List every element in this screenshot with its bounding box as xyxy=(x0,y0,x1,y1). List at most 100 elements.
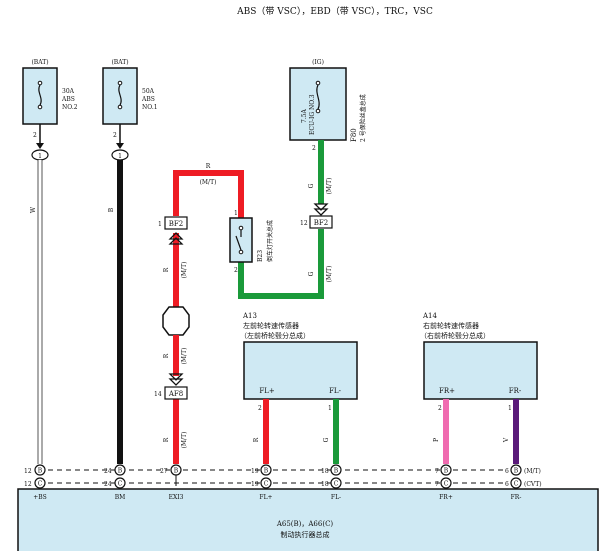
fuse-bat1-arrow xyxy=(36,143,44,149)
wire-fl-minus-label: G xyxy=(323,437,330,442)
actuator-terminal-fr-minus: FR- xyxy=(511,494,522,501)
sensor-left-num-plus: 2 xyxy=(258,405,262,412)
fuse-bat2-icon xyxy=(117,80,123,110)
bf2-left-arrow-up-1 xyxy=(168,232,184,240)
svg-text:C: C xyxy=(118,481,123,488)
actuator-terminal-fl-minus: FL- xyxy=(331,494,341,501)
actuator-terminal-bs: +BS xyxy=(33,494,47,501)
actuator-terminal-exi3: EXI3 xyxy=(169,494,184,501)
af8-arrow-1 xyxy=(168,373,184,381)
variant-mt-label: (M/T) xyxy=(524,468,541,475)
sensor-right-num-minus: 1 xyxy=(508,405,512,412)
fuse-bat2-name2: NO.1 xyxy=(142,104,158,111)
sensor-right-name: 右前轮转速传感器 xyxy=(423,321,479,330)
svg-text:19: 19 xyxy=(251,481,259,488)
sensor-left-sub: （左前桥轮毂分总成） xyxy=(240,331,310,340)
sensor-right-pin-plus: FR+ xyxy=(439,387,455,395)
terminal-fl-plus: B C 19 19 FL+ xyxy=(251,464,273,501)
wire-fr-plus-label: P xyxy=(433,438,440,442)
bf2-left-pin: 1 xyxy=(158,221,162,228)
svg-text:12: 12 xyxy=(24,481,32,488)
svg-text:18: 18 xyxy=(321,468,329,475)
bf2-right-name: BF2 xyxy=(314,219,328,227)
svg-text:C: C xyxy=(444,481,449,488)
svg-text:B: B xyxy=(38,468,43,475)
wire-red-top-mt: (M/T) xyxy=(200,179,217,186)
af8-connector xyxy=(164,386,188,400)
sensor-left-pin-minus: FL- xyxy=(329,387,342,395)
sensor-left-num-minus: 1 xyxy=(328,405,332,412)
svg-text:B: B xyxy=(514,468,519,475)
bf2-left-name: BF2 xyxy=(169,220,183,228)
wire-fl-plus-label: R xyxy=(253,437,260,442)
bf2-right-pin: 12 xyxy=(300,220,308,227)
svg-text:B: B xyxy=(334,468,339,475)
actuator-box xyxy=(17,488,599,551)
sensor-right-pin-minus: FR- xyxy=(509,387,522,395)
wire-red-mid-label: R xyxy=(163,267,170,272)
svg-text:B: B xyxy=(444,468,449,475)
wire-red-mid-mt: (M/T) xyxy=(181,262,188,279)
fuse-ig-panel-code: F80 xyxy=(350,128,358,142)
svg-text:12: 12 xyxy=(24,468,32,475)
actuator-code: A65(B)，A66(C) xyxy=(276,520,334,528)
fuse-bat2-arrow xyxy=(116,143,124,149)
sensor-right-code: A14 xyxy=(422,312,438,320)
switch-pin-bottom: 2 xyxy=(234,267,238,274)
svg-text:C: C xyxy=(264,481,269,488)
svg-text:6: 6 xyxy=(505,468,509,475)
svg-text:24: 24 xyxy=(104,468,112,475)
wire-red-mid2-label: R xyxy=(163,353,170,358)
fuse-bat1-conn: 1 xyxy=(38,153,42,160)
sensor-right-num-plus: 2 xyxy=(438,405,442,412)
fuse-bat2-conn: 1 xyxy=(118,153,122,160)
svg-text:18: 18 xyxy=(321,481,329,488)
fuse-bat2-name: ABS xyxy=(141,96,155,103)
af8-pin: 14 xyxy=(154,391,162,398)
svg-text:6: 6 xyxy=(505,481,509,488)
wire-b-label: B xyxy=(108,207,115,212)
svg-text:C: C xyxy=(514,481,519,488)
wire-red-bottom-mt: (M/T) xyxy=(181,432,188,449)
fuse-bat2-source: (BAT) xyxy=(111,59,128,66)
wire-green-bottom-mt: (M/T) xyxy=(326,266,333,283)
variant-cvt-label: (CVT) xyxy=(524,481,542,488)
switch-pin-top: 1 xyxy=(234,210,238,217)
wire-w-label: W xyxy=(30,206,37,213)
sensor-left-pin-plus: FL+ xyxy=(259,387,275,395)
svg-text:B: B xyxy=(264,468,269,475)
fuse-bat2-pin: 2 xyxy=(113,132,117,139)
wire-green-top-label: G xyxy=(308,183,315,188)
bf2-left-arrow-up-2 xyxy=(168,237,184,245)
svg-text:B: B xyxy=(174,468,179,475)
wire-red-mid2-mt: (M/T) xyxy=(181,348,188,365)
fuse-ig-name: ECU-IG NO.3 xyxy=(309,94,316,135)
sensor-left-box xyxy=(243,341,358,400)
fuse-ig-panel-name: 2 号保险丝盒总成 xyxy=(359,94,367,142)
fuse-ig-pin: 2 xyxy=(312,145,316,152)
svg-text:27: 27 xyxy=(160,468,168,475)
switch-icon xyxy=(235,225,244,255)
wire-green-top-mt: (M/T) xyxy=(326,178,333,195)
fuse-bat1-icon xyxy=(37,80,43,110)
actuator-name: 制动执行器总成 xyxy=(281,530,330,539)
fuse-bat1-rating: 30A xyxy=(62,88,75,95)
sensor-right-sub: （右前桥轮毂分总成） xyxy=(420,331,490,340)
fuse-bat1-name: ABS xyxy=(61,96,75,103)
wire-green-bottom-label: G xyxy=(308,271,315,276)
svg-text:C: C xyxy=(334,481,339,488)
actuator-terminal-fr-plus: FR+ xyxy=(439,494,453,501)
svg-text:19: 19 xyxy=(251,468,259,475)
fuse-bat1-name2: NO.2 xyxy=(62,104,78,111)
switch-name: 倒车灯开关总成 xyxy=(266,220,274,262)
diagram-title: ABS（带 VSC），EBD（带 VSC），TRC，VSC xyxy=(236,6,433,17)
fuse-ig-icon xyxy=(315,80,321,114)
svg-text:24: 24 xyxy=(104,481,112,488)
wire-red-bottom-label: R xyxy=(163,437,170,442)
svg-text:7: 7 xyxy=(435,481,439,488)
sensor-left-code: A13 xyxy=(242,312,257,320)
sensor-left-name: 左前轮转速传感器 xyxy=(243,321,299,330)
fuse-bat1-source: (BAT) xyxy=(31,59,48,66)
bf2-left-connector xyxy=(164,216,188,230)
bf2-right-connector xyxy=(309,215,333,229)
